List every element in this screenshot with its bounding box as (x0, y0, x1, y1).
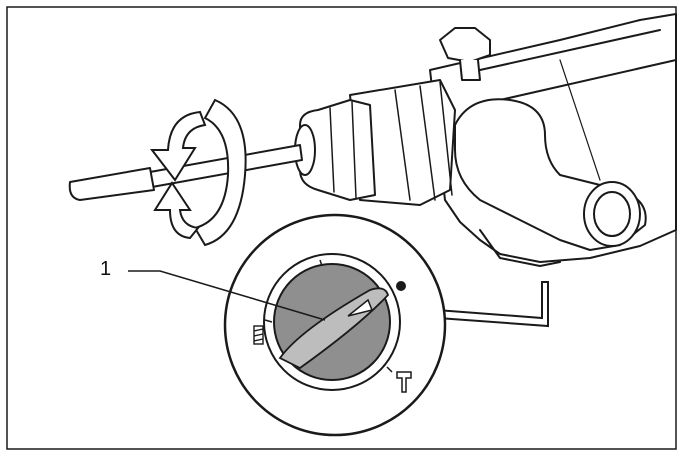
callout-number: 1 (100, 258, 112, 280)
top-knob (439, 27, 491, 63)
rotation-arrow-icon (149, 98, 247, 247)
bit-tip (68, 167, 155, 201)
hammer-icon (396, 371, 412, 393)
triangle-pointer-icon (347, 298, 374, 317)
chisel-bit (68, 144, 303, 201)
handle-end-inner (593, 191, 631, 237)
mode-selector-inset (223, 213, 549, 437)
drill-bit-icon (253, 325, 264, 345)
rotation-only-dot-icon (396, 281, 406, 291)
rotary-hammer (294, 13, 677, 267)
callout-leader-line (128, 270, 326, 321)
chuck (299, 99, 376, 201)
